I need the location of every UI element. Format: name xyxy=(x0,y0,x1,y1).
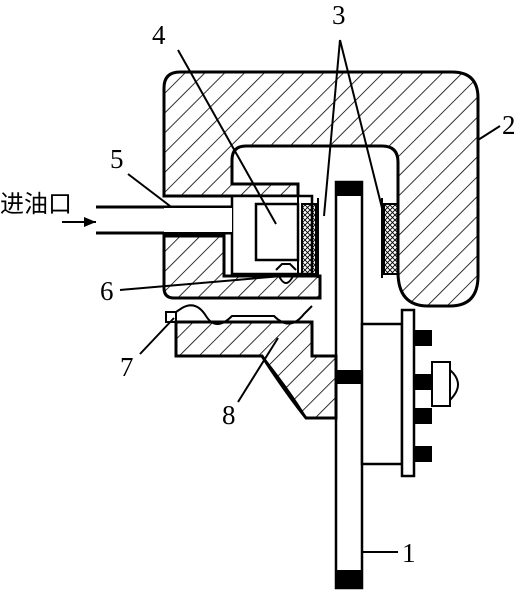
inlet-pipe xyxy=(96,205,232,235)
labels: 4 3 2 5 进油口 6 7 8 1 xyxy=(0,0,516,568)
hub-flange xyxy=(360,308,432,478)
label-1: 1 xyxy=(402,538,416,568)
label-5: 5 xyxy=(110,144,124,174)
bleed-cap xyxy=(431,361,459,407)
label-8: 8 xyxy=(222,400,236,430)
label-inlet: 进油口 xyxy=(0,190,72,218)
inlet-arrow-icon xyxy=(62,217,96,227)
brake-disc xyxy=(334,180,364,590)
leader-lines xyxy=(119,39,501,553)
friction-pad-left xyxy=(301,203,317,275)
friction-pad-right xyxy=(383,203,399,275)
support-bracket xyxy=(174,320,338,420)
label-6: 6 xyxy=(100,276,114,306)
label-2: 2 xyxy=(502,110,516,140)
label-4: 4 xyxy=(152,20,166,50)
label-3: 3 xyxy=(332,0,346,30)
label-7: 7 xyxy=(120,352,134,382)
piston xyxy=(254,196,300,274)
